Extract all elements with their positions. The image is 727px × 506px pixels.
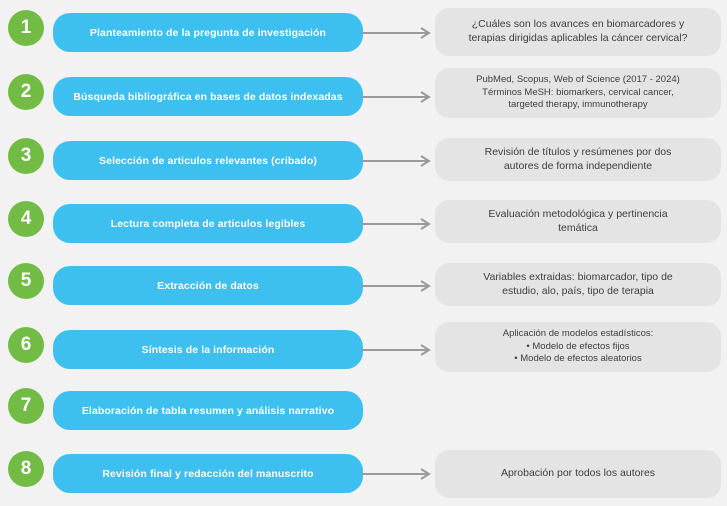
step-8-detail-text: Aprobación por todos los autores (500, 467, 656, 480)
step-7-label: Elaboración de tabla resumen y análisis … (81, 404, 335, 417)
arrow-right-icon (362, 218, 431, 230)
step-8-detail-box: Aprobación por todos los autores (435, 450, 721, 498)
step-6-box: Síntesis de la información (53, 330, 363, 369)
step-7-badge: 7 (8, 388, 44, 424)
arrow-right-icon (362, 344, 431, 356)
step-5-label: Extracción de datos (157, 279, 259, 292)
step-1-number: 1 (20, 17, 32, 38)
step-2-box: Búsqueda bibliográfica en bases de datos… (53, 77, 363, 116)
step-4-badge: 4 (8, 201, 44, 237)
arrow-right-icon (362, 27, 431, 39)
arrow-right-icon (362, 468, 431, 480)
step-4-label: Lectura completa de articulos legibles (110, 217, 306, 230)
step-5-number: 5 (20, 270, 32, 291)
step-3-number: 3 (20, 145, 32, 166)
step-4-box: Lectura completa de articulos legibles (53, 204, 363, 243)
step-1-badge: 1 (8, 10, 44, 46)
step-2-detail-box: PubMed, Scopus, Web of Science (2017 - 2… (435, 68, 721, 118)
arrow-right-icon (362, 155, 431, 167)
step-5-detail-text: Variables extraidas: biomarcador, tipo d… (483, 270, 673, 297)
step-3-label: Selección de articulos relevantes (criba… (99, 154, 317, 167)
step-7-box: Elaboración de tabla resumen y análisis … (53, 391, 363, 430)
arrow-right-icon (362, 280, 431, 292)
step-8-box: Revisión final y redacción del manuscrit… (53, 454, 363, 493)
arrow-right-icon (362, 91, 431, 103)
step-6-detail-text: Aplicación de modelos estadísticos: • Mo… (502, 327, 654, 365)
step-2-detail-text: PubMed, Scopus, Web of Science (2017 - 2… (476, 73, 680, 111)
step-2-badge: 2 (8, 74, 44, 110)
step-4-number: 4 (20, 208, 32, 229)
step-8-label: Revisión final y redacción del manuscrit… (102, 467, 314, 480)
step-5-detail-box: Variables extraidas: biomarcador, tipo d… (435, 263, 721, 306)
step-1-detail-text: ¿Cuáles son los avances en biomarcadores… (468, 18, 688, 44)
step-2-label: Búsqueda bibliográfica en bases de datos… (73, 90, 343, 103)
step-5-badge: 5 (8, 263, 44, 299)
step-1-box: Planteamiento de la pregunta de investig… (53, 13, 363, 52)
step-5-box: Extracción de datos (53, 266, 363, 305)
step-8-badge: 8 (8, 451, 44, 487)
step-2-number: 2 (20, 81, 32, 102)
step-3-detail-text: Revisión de títulos y resúmenes por dos … (484, 145, 672, 172)
step-1-label: Planteamiento de la pregunta de investig… (89, 26, 327, 39)
step-4-detail-text: Evaluación metodológica y pertinencia te… (488, 207, 668, 234)
step-3-detail-box: Revisión de títulos y resúmenes por dos … (435, 138, 721, 181)
step-1-detail-box: ¿Cuáles son los avances en biomarcadores… (435, 8, 721, 56)
step-6-number: 6 (20, 334, 32, 355)
step-6-label: Síntesis de la información (141, 343, 275, 356)
step-8-number: 8 (20, 458, 32, 479)
step-6-detail-box: Aplicación de modelos estadísticos: • Mo… (435, 322, 721, 372)
step-4-detail-box: Evaluación metodológica y pertinencia te… (435, 200, 721, 243)
step-6-badge: 6 (8, 327, 44, 363)
step-7-number: 7 (20, 395, 32, 416)
step-3-badge: 3 (8, 138, 44, 174)
step-3-box: Selección de articulos relevantes (criba… (53, 141, 363, 180)
